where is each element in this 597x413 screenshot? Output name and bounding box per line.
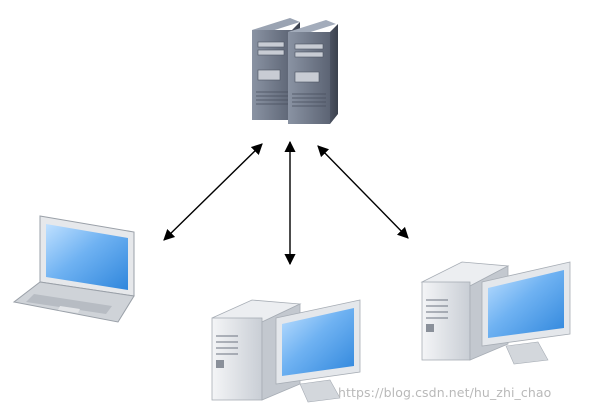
- watermark-text: https://blog.csdn.net/hu_zhi_chao: [338, 385, 552, 400]
- desktop-computer-icon-center: [211, 299, 361, 403]
- desktop-computer-icon-right: [420, 261, 571, 365]
- server-rack-icon: [252, 18, 338, 124]
- laptop-icon: [12, 215, 135, 323]
- arrow-server-desktop-right: [317, 145, 409, 239]
- connection-arrows: [163, 140, 409, 266]
- arrow-server-laptop: [163, 143, 263, 241]
